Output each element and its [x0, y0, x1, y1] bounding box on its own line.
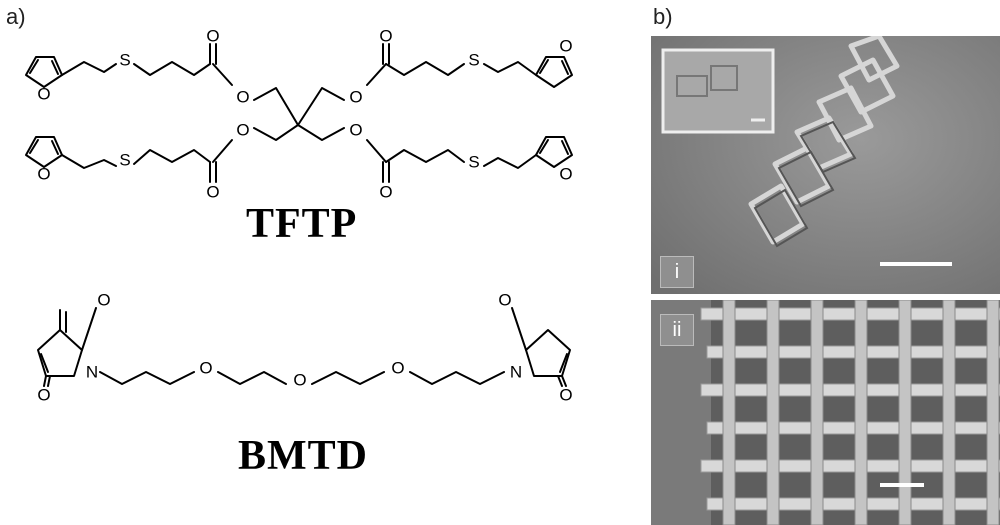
- nitrogen-atom: N: [510, 363, 522, 382]
- sulfur-atom: S: [119, 51, 130, 70]
- ester-oxygen-atom: O: [349, 121, 362, 140]
- carbonyl-oxygen-atom: O: [206, 183, 219, 202]
- carbonyl-oxygen-atom: O: [379, 183, 392, 202]
- sulfur-atom: S: [119, 151, 130, 170]
- lattice-post: [898, 300, 912, 525]
- imide-oxygen-atom: O: [559, 386, 572, 405]
- lattice-post: [810, 300, 824, 525]
- carbonyl-oxygen-atom: O: [206, 27, 219, 46]
- scale-bar: [880, 483, 924, 487]
- maleimide-ring-right: N O O: [498, 291, 572, 405]
- panel-a-label: a): [6, 4, 26, 29]
- chemical-structures: O S O O O S O O O O: [25, 27, 573, 405]
- lattice-post: [854, 300, 868, 525]
- oxygen-atom: O: [37, 85, 50, 104]
- micrograph-badge-i: i: [660, 256, 694, 288]
- sem-micrograph-bottom: ii: [651, 300, 1000, 525]
- lattice-beam: [706, 421, 1000, 435]
- tftp-structure: O S O O O S O O O O: [25, 27, 573, 202]
- scale-bar: [880, 262, 952, 266]
- lattice-post: [942, 300, 956, 525]
- micrograph-top-image: [651, 36, 1000, 294]
- imide-oxygen-atom: O: [97, 291, 110, 310]
- ether-oxygen-atom: O: [391, 359, 404, 378]
- lattice-beam: [706, 497, 1000, 511]
- imide-oxygen-atom: O: [37, 386, 50, 405]
- oxygen-atom: O: [559, 165, 572, 184]
- furan-ring-top-right: O: [535, 37, 573, 88]
- lattice-post: [986, 300, 1000, 525]
- lattice-post: [722, 300, 736, 525]
- ether-oxygen-atom: O: [293, 371, 306, 390]
- sulfur-atom: S: [468, 153, 479, 172]
- lattice-post: [766, 300, 780, 525]
- bmtd-name: BMTD: [238, 433, 368, 479]
- frame-shadows: [753, 120, 857, 248]
- tftp-name: TFTP: [246, 201, 358, 247]
- carbonyl-oxygen-atom: O: [379, 27, 392, 46]
- furan-ring-top-left: O: [25, 56, 63, 104]
- woodpile-lattice: [700, 300, 1000, 525]
- sem-micrograph-top: i: [651, 36, 1000, 294]
- maleimide-ring-left: O O N: [37, 291, 111, 405]
- bmtd-structure: O O N O O O N O O: [37, 291, 573, 405]
- micrograph-badge-ii: ii: [660, 314, 694, 346]
- oxygen-atom: O: [559, 37, 572, 56]
- furan-ring-bottom-left: O: [25, 136, 63, 184]
- panel-b-label: b): [653, 4, 673, 29]
- furan-ring-bottom-right: O: [535, 136, 573, 184]
- ester-oxygen-atom: O: [349, 88, 362, 107]
- ester-oxygen-atom: O: [236, 88, 249, 107]
- ether-oxygen-atom: O: [199, 359, 212, 378]
- linked-frames: [748, 36, 900, 245]
- oxygen-atom: O: [37, 165, 50, 184]
- sulfur-atom: S: [468, 51, 479, 70]
- ester-oxygen-atom: O: [236, 121, 249, 140]
- micrograph-bottom-image: [651, 300, 1000, 525]
- imide-oxygen-atom: O: [498, 291, 511, 310]
- nitrogen-atom: N: [86, 363, 98, 382]
- lattice-beam: [706, 345, 1000, 359]
